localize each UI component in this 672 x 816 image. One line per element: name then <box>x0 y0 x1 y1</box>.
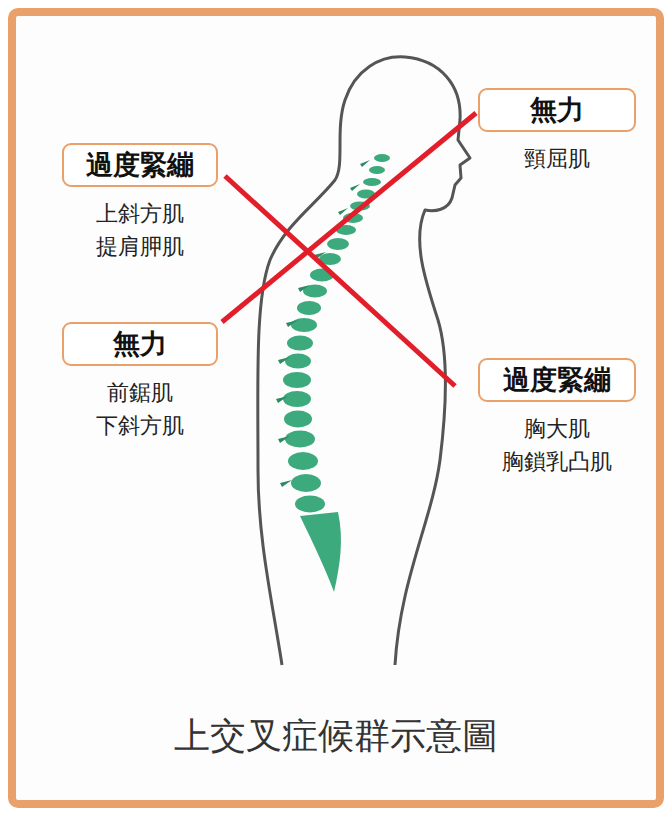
box-outline: 無力 <box>62 322 218 366</box>
box-outline: 過度緊繃 <box>478 358 636 402</box>
muscle-list: 前鋸肌 下斜方肌 <box>96 376 184 442</box>
caption: 上交叉症候群示意圖 <box>0 712 672 761</box>
box-outline: 過度緊繃 <box>62 143 218 187</box>
box-heading: 過度緊繃 <box>86 147 194 183</box>
label-box: 無力前鋸肌 下斜方肌 <box>62 322 218 442</box>
box-heading: 無力 <box>530 92 584 128</box>
label-box: 過度緊繃胸大肌 胸鎖乳凸肌 <box>478 358 636 478</box>
body-silhouette <box>258 57 470 665</box>
muscle-list: 胸大肌 胸鎖乳凸肌 <box>502 412 612 478</box>
muscle-list: 上斜方肌 提肩胛肌 <box>96 197 184 263</box>
box-outline: 無力 <box>478 88 636 132</box>
box-heading: 過度緊繃 <box>503 362 611 398</box>
label-box: 過度緊繃上斜方肌 提肩胛肌 <box>62 143 218 263</box>
spine <box>283 154 390 592</box>
cross-lines <box>222 113 476 386</box>
label-box: 無力頸屈肌 <box>478 88 636 175</box>
muscle-list: 頸屈肌 <box>524 142 590 175</box>
box-heading: 無力 <box>113 326 167 362</box>
